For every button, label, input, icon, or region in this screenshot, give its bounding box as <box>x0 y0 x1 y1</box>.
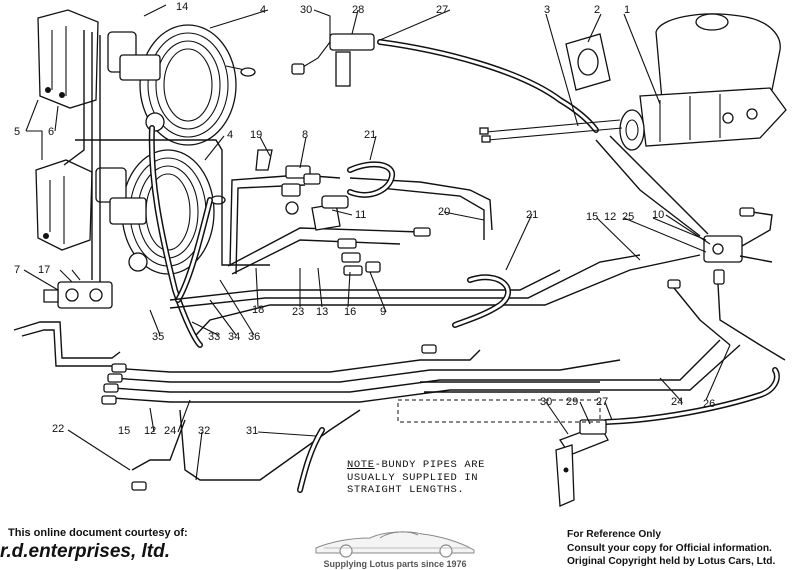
courtesy-text: This online document courtesy of: <box>8 527 188 539</box>
note-label: NOTE <box>347 459 375 471</box>
bundy-pipe-note: NOTE-BUNDY PIPES ARE USUALLY SUPPLIED IN… <box>347 459 497 497</box>
callout-16: 16 <box>344 306 356 318</box>
mounting-studs <box>479 119 623 143</box>
callout-12-left: 12 <box>144 425 156 437</box>
upper-mounting-bracket <box>37 9 99 109</box>
callout-labels: 1 2 3 4 4 5 6 7 8 9 10 11 12 12 13 14 15… <box>14 1 715 437</box>
note-line-2: USUALLY SUPPLIED IN <box>347 471 479 484</box>
copyright-text: Original Copyright held by Lotus Cars, L… <box>567 556 776 567</box>
callout-24-left: 24 <box>164 425 176 437</box>
callout-30-upper: 30 <box>300 4 312 16</box>
pipe-unions <box>101 227 437 491</box>
footer-logo: Supplying Lotus parts since 1976 <box>288 522 498 570</box>
pipe-routing-box <box>397 399 601 423</box>
callout-20: 20 <box>438 206 450 218</box>
upper-brake-servo <box>107 24 256 146</box>
callout-28: 28 <box>352 4 364 16</box>
master-cylinder <box>619 13 787 151</box>
note-line-3: STRAIGHT LENGTHS. <box>347 484 465 496</box>
lower-mounting-bracket <box>35 159 93 251</box>
callout-4-upper: 4 <box>260 4 266 16</box>
callout-6: 6 <box>48 126 54 138</box>
callout-15-right: 15 <box>586 211 598 223</box>
footer-disclaimer: For Reference Only Consult your copy for… <box>567 528 800 569</box>
reference-only-text: For Reference Only <box>567 529 661 540</box>
callout-3: 3 <box>544 4 550 16</box>
callout-10: 10 <box>652 209 664 221</box>
callout-14: 14 <box>176 1 188 13</box>
callout-22: 22 <box>52 423 64 435</box>
callout-4-lower: 4 <box>227 129 233 141</box>
leader-lines <box>23 4 731 481</box>
callout-32: 32 <box>198 425 210 437</box>
consult-text: Consult your copy for Official informati… <box>567 542 772 554</box>
callout-5: 5 <box>14 126 20 138</box>
fittings-cluster <box>255 149 349 231</box>
callout-27-lower: 27 <box>596 396 608 408</box>
callout-15-left: 15 <box>118 425 130 437</box>
callout-18: 18 <box>252 304 264 316</box>
callout-36: 36 <box>248 331 260 343</box>
callout-13: 13 <box>316 306 328 318</box>
callout-26: 26 <box>703 398 715 410</box>
lower-hose-bracket <box>555 419 609 507</box>
callout-21-upper: 21 <box>364 129 376 141</box>
pressure-valve-left <box>43 281 113 309</box>
callout-19: 19 <box>250 129 262 141</box>
callout-8: 8 <box>302 129 308 141</box>
callout-9: 9 <box>380 306 386 318</box>
callout-12-right: 12 <box>604 211 616 223</box>
callout-34: 34 <box>228 331 240 343</box>
callout-17: 17 <box>38 264 50 276</box>
flexible-hose-27-top <box>377 39 599 133</box>
spacer-block <box>565 33 611 91</box>
race-car-logo-icon <box>315 531 475 558</box>
callout-23: 23 <box>292 306 304 318</box>
company-name: r.d.enterprises, ltd. <box>0 541 170 562</box>
callout-27-upper: 27 <box>436 4 448 16</box>
callout-21-center: 21 <box>526 209 538 221</box>
brake-pipe-exploded-diagram: 1 2 3 4 4 5 6 7 8 9 10 11 12 12 13 14 15… <box>13 1 787 507</box>
callout-24-right: 24 <box>671 396 683 408</box>
callout-35: 35 <box>152 331 164 343</box>
four-way-junction <box>595 135 786 361</box>
flexible-hose-27-bottom <box>603 367 780 425</box>
callout-31: 31 <box>246 425 258 437</box>
callout-33: 33 <box>208 331 220 343</box>
upper-hose-bracket <box>291 33 375 87</box>
callout-29: 29 <box>566 396 578 408</box>
note-line-1: -BUNDY PIPES ARE <box>374 459 486 471</box>
footer-courtesy: This online document courtesy of: r.d.en… <box>0 527 248 563</box>
callout-25: 25 <box>622 211 634 223</box>
left-pipe-bundle <box>13 30 741 481</box>
lower-brake-servo <box>95 149 226 275</box>
callout-30-lower: 30 <box>540 396 552 408</box>
callout-11: 11 <box>355 209 366 221</box>
tagline: Supplying Lotus parts since 1976 <box>323 559 467 569</box>
callout-1: 1 <box>624 4 630 16</box>
flexible-hose-center <box>452 274 511 328</box>
callout-2: 2 <box>594 4 600 16</box>
callout-7: 7 <box>14 264 20 276</box>
